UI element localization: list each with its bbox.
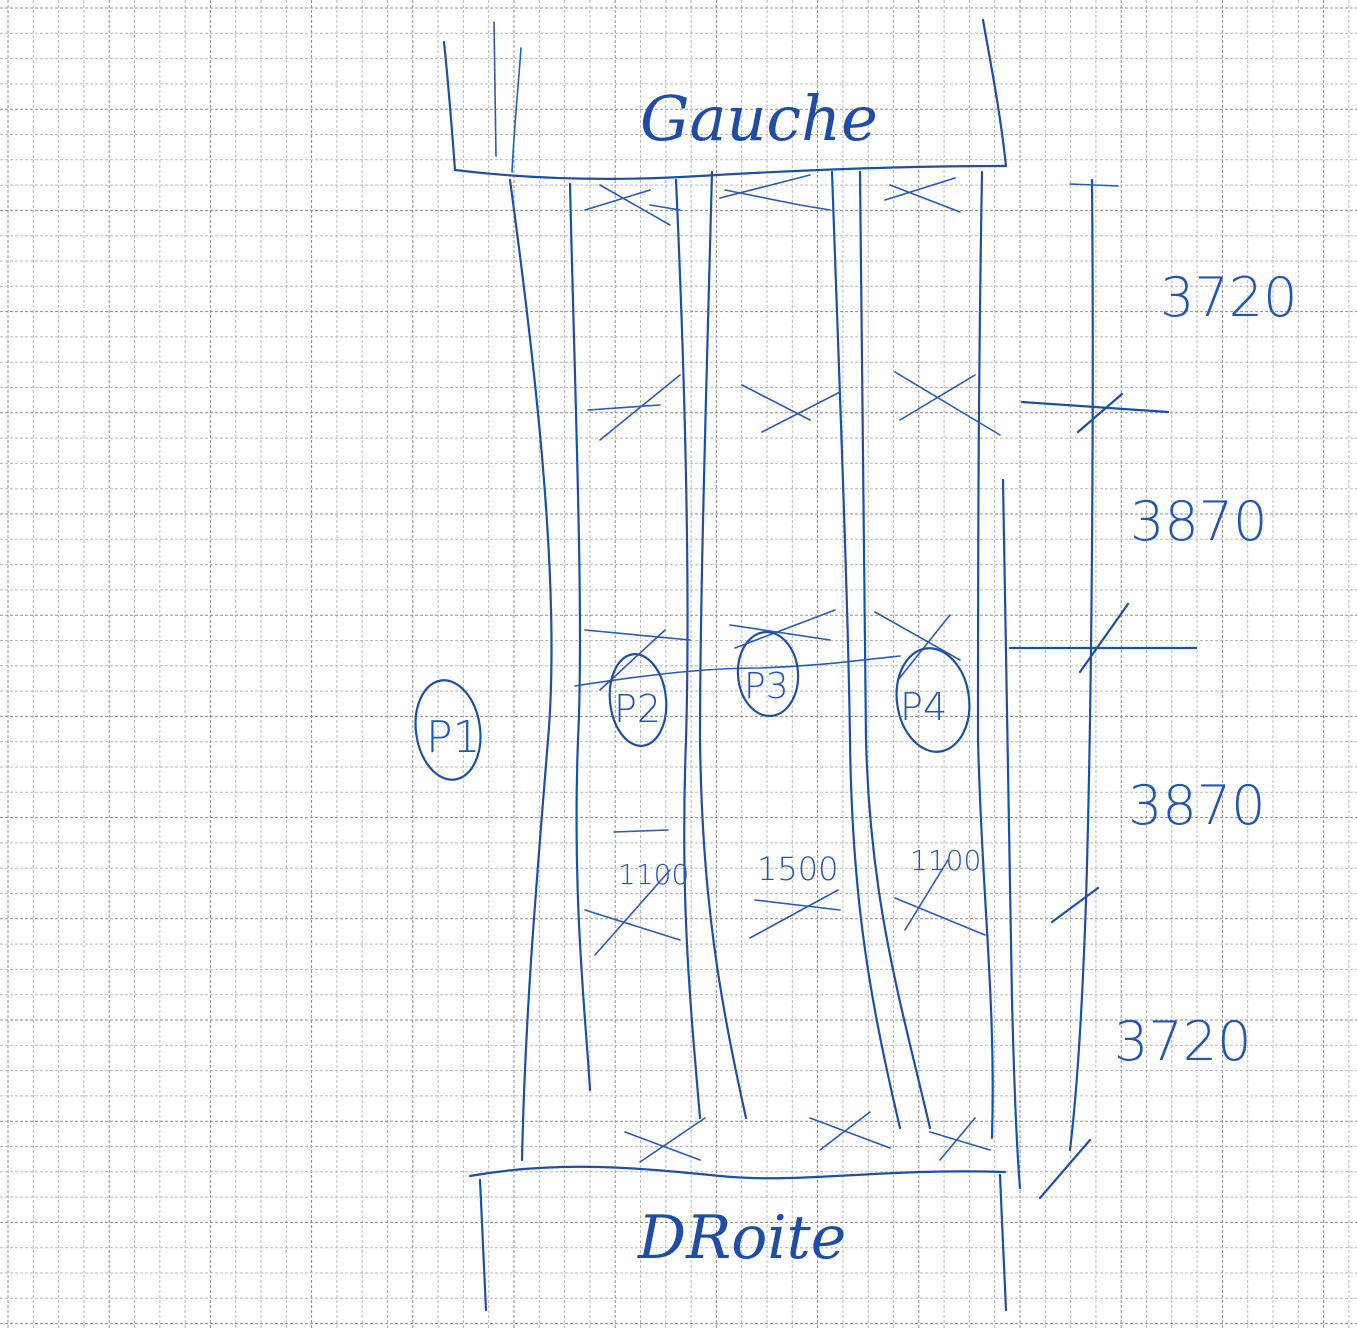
span-labels: 1100 1500 1100 (613, 829, 981, 891)
bottom-side-label: DRoite (637, 1203, 846, 1273)
pillar-label-p2: P2 (614, 687, 661, 731)
pillar-label-p1: P1 (426, 712, 481, 763)
pillar-label-p3: P3 (744, 666, 789, 707)
dimension-value-4: 3720 (1114, 1010, 1251, 1073)
bottom-wall-outline (468, 1165, 1008, 1312)
top-wall-outline (442, 18, 1008, 180)
longitudinal-beams (508, 170, 1022, 1190)
pillar-labels: P1 P2 P3 P4 (426, 666, 947, 763)
mid-row-line (574, 655, 901, 687)
span-label-3: 1100 (910, 844, 981, 877)
dimension-values: 3720 3870 3870 3720 (1114, 266, 1297, 1073)
span-label-2: 1500 (757, 850, 838, 888)
span-label-1: 1100 (618, 858, 689, 891)
pillar-circles (414, 630, 971, 781)
dimension-value-2: 3870 (1130, 490, 1267, 553)
dimension-value-3: 3870 (1128, 774, 1265, 837)
pillar-label-p4: P4 (900, 685, 947, 729)
dimension-value-1: 3720 (1160, 266, 1297, 329)
dimension-line (1008, 178, 1198, 1200)
cross-marks (584, 174, 1001, 1163)
top-side-label: Gauche (640, 82, 878, 155)
